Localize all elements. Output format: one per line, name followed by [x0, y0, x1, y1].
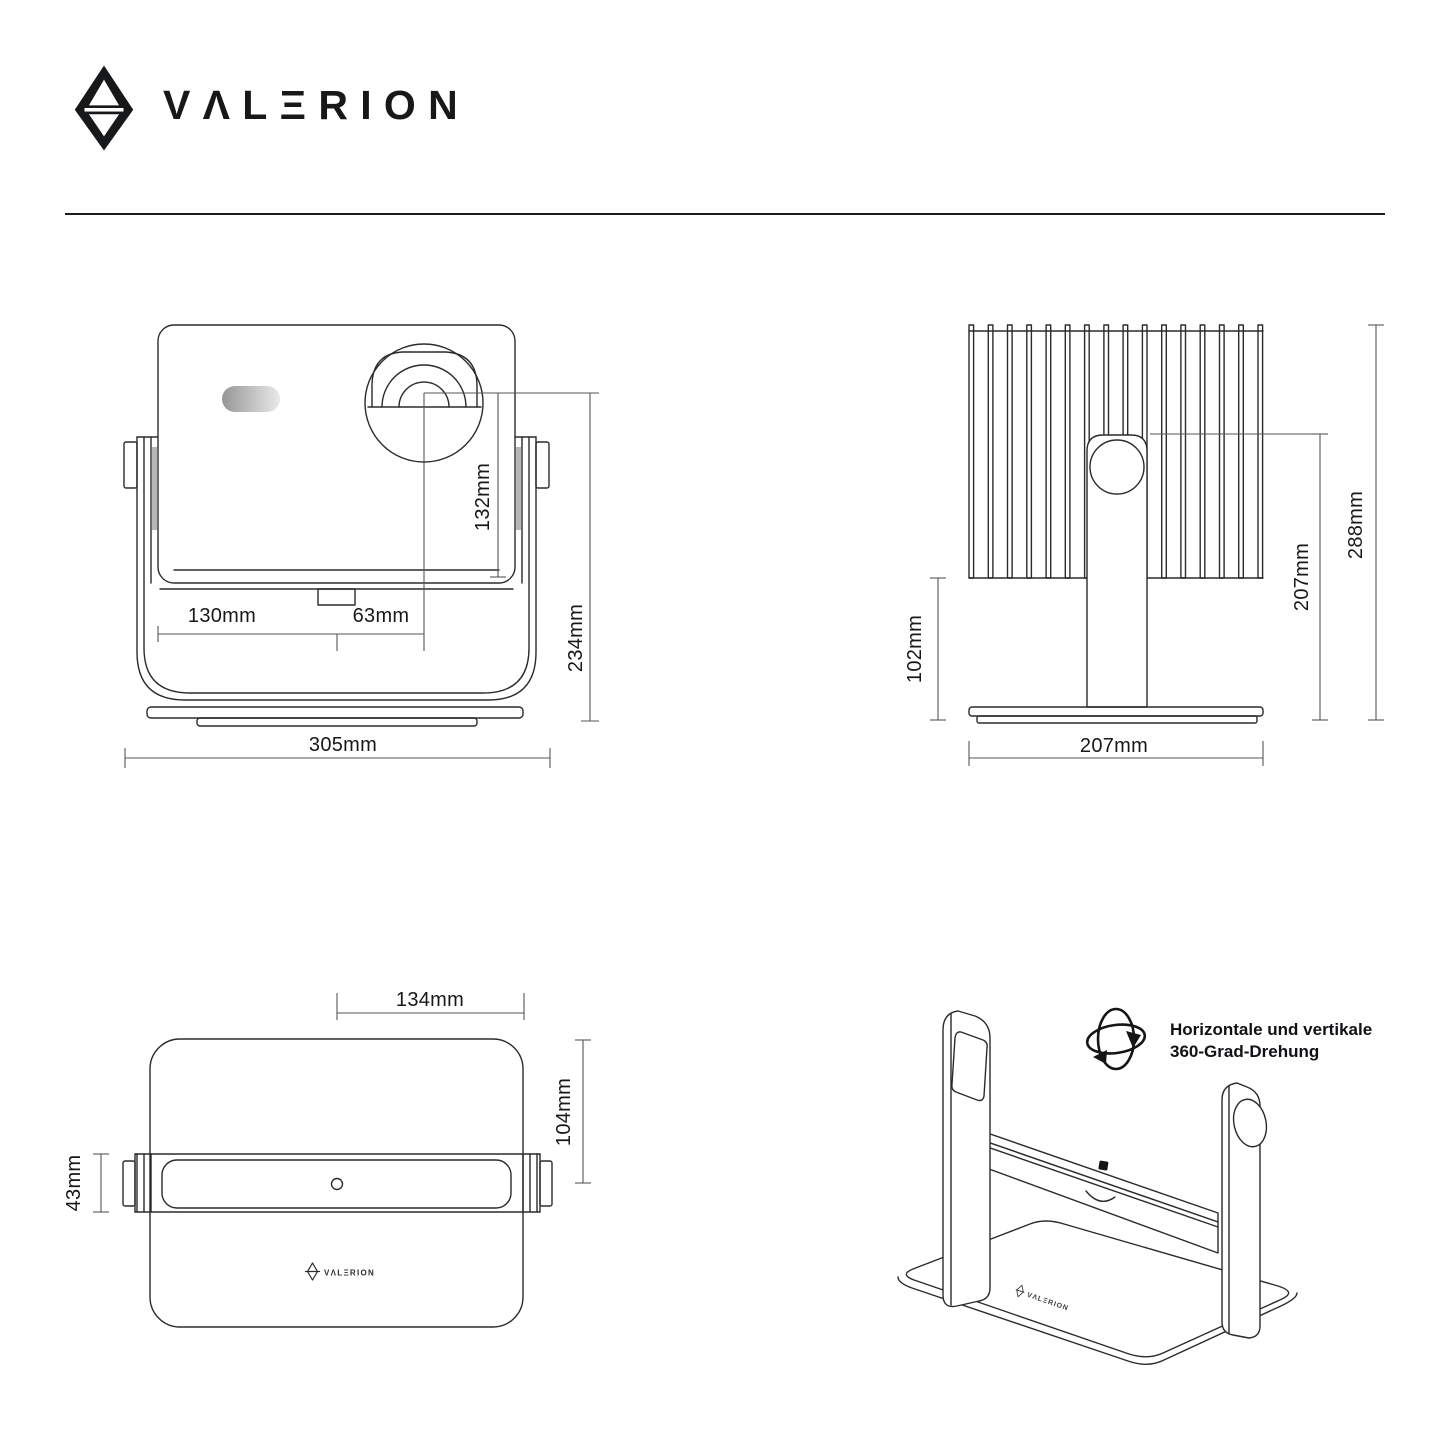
rotation-360-icon — [1085, 1007, 1147, 1071]
projector-body — [157, 324, 516, 584]
base-pad — [976, 715, 1258, 724]
rear-view-drawing: 102mm 207mm 288mm 207mm — [904, 324, 1384, 766]
stand-column — [1086, 434, 1148, 708]
projector-body-top — [149, 1038, 524, 1328]
dim-102mm: 102mm — [904, 615, 926, 683]
dim-207mm-height: 207mm — [1291, 543, 1313, 611]
dim-288mm: 288mm — [1345, 491, 1367, 559]
iso-view-drawing: Horizontale und vertikale 360-Grad-Drehu… — [897, 1007, 1372, 1365]
rear-dimensions: 102mm 207mm 288mm 207mm — [904, 324, 1384, 766]
hinge-knob — [1089, 439, 1145, 495]
top-dimensions: 134mm 104mm 43mm — [63, 989, 591, 1213]
dim-234mm: 234mm — [565, 604, 587, 672]
base-plate — [146, 706, 524, 719]
tripod-screw — [1098, 1160, 1109, 1171]
pivot-knob — [1232, 1098, 1268, 1148]
dim-130mm: 130mm — [188, 605, 256, 627]
dim-305mm: 305mm — [309, 734, 377, 756]
top-view-drawing: VΛLΞRION 134mm 104mm 43mm — [63, 989, 591, 1328]
dim-134mm: 134mm — [396, 989, 464, 1011]
stand-bar — [122, 1153, 553, 1213]
left-arm — [942, 1010, 991, 1308]
ir-sensor-pill — [222, 386, 280, 412]
left-knob — [122, 1160, 136, 1207]
bottom-tab — [317, 588, 356, 606]
brand-wordmark: VΛLΞRION — [163, 81, 471, 128]
screw-hole — [330, 1177, 344, 1191]
front-dimensions: 130mm 63mm 305mm 132mm 234mm — [124, 392, 599, 768]
base-plate — [968, 706, 1264, 717]
dim-207mm-width: 207mm — [1080, 735, 1148, 757]
left-knob — [123, 441, 138, 489]
base-plate — [905, 1220, 1290, 1358]
base-pad — [196, 717, 478, 727]
dim-132mm: 132mm — [472, 463, 494, 531]
mini-brand-logo: VΛLΞRION — [304, 1262, 375, 1281]
front-view-drawing: 130mm 63mm 305mm 132mm 234mm — [123, 324, 599, 768]
rotation-caption-line2: 360-Grad-Drehung — [1170, 1042, 1319, 1061]
stand-isometric: VΛLΞRION — [897, 1010, 1298, 1365]
dim-43mm: 43mm — [63, 1155, 85, 1212]
valerion-diamond-icon — [74, 65, 134, 151]
rotation-caption-line1: Horizontale und vertikale — [1170, 1020, 1372, 1039]
right-knob — [535, 441, 550, 489]
stand-bracket — [123, 436, 550, 727]
dim-63mm: 63mm — [353, 605, 410, 627]
mini-brand-wordmark: VΛLΞRION — [324, 1269, 375, 1278]
brand-header: VΛLΞRION — [73, 60, 470, 156]
header-divider — [65, 213, 1385, 215]
right-knob — [539, 1160, 553, 1207]
dim-104mm: 104mm — [553, 1078, 575, 1146]
